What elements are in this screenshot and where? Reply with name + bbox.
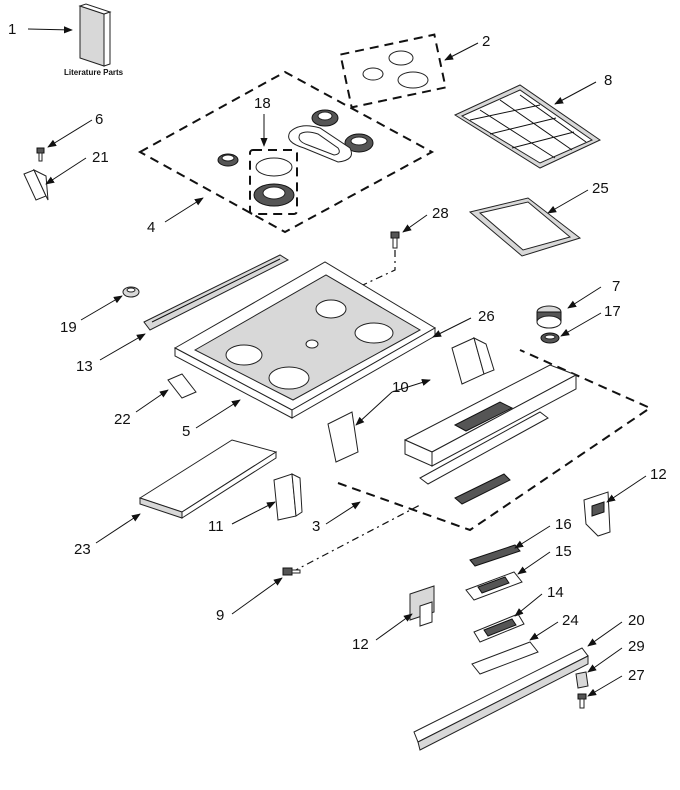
- burner-set-group-outline: [137, 70, 435, 234]
- display-module[interactable]: [465, 571, 523, 601]
- callout-leaders: [27, 26, 647, 697]
- callout-21: 21: [92, 149, 109, 166]
- callout-17: 17: [604, 303, 621, 320]
- callout-2: 2: [482, 33, 490, 50]
- cooktop-screw[interactable]: [390, 231, 400, 249]
- callout-22: 22: [114, 411, 131, 428]
- side-bracket-right[interactable]: [451, 337, 495, 385]
- power-burner-assembly[interactable]: [253, 157, 295, 207]
- side-bracket-left[interactable]: [327, 411, 359, 463]
- callout-8: 8: [604, 72, 612, 89]
- burner-base-rear[interactable]: [311, 109, 339, 127]
- main-cooktop-panel[interactable]: [173, 261, 436, 419]
- callout-20: 20: [628, 612, 645, 629]
- drip-tray[interactable]: [138, 439, 278, 519]
- control-guide-line: [291, 504, 421, 573]
- burner-base-small[interactable]: [217, 153, 239, 167]
- callout-18: 18: [254, 95, 271, 112]
- callout-24: 24: [562, 612, 579, 629]
- callout-3: 3: [312, 518, 320, 535]
- literature-parts-booklet[interactable]: [78, 3, 112, 67]
- main-circuit-board[interactable]: [471, 641, 539, 675]
- callout-6: 6: [95, 111, 103, 128]
- callout-13: 13: [76, 358, 93, 375]
- callout-9: 9: [216, 607, 224, 624]
- power-burner-group-outline: [249, 149, 298, 215]
- callout-25: 25: [592, 180, 609, 197]
- rail-screw[interactable]: [577, 693, 587, 709]
- callout-19: 19: [60, 319, 77, 336]
- callout-28: 28: [432, 205, 449, 222]
- end-cap-left[interactable]: [409, 585, 435, 627]
- control-panel-assembly[interactable]: [403, 364, 578, 505]
- burner-base-right[interactable]: [344, 133, 374, 153]
- callout-15: 15: [555, 543, 572, 560]
- small-support-bracket[interactable]: [167, 373, 197, 399]
- griddle-plate[interactable]: [468, 197, 582, 257]
- trim-strip[interactable]: [143, 254, 290, 331]
- callout-7: 7: [612, 278, 620, 295]
- lower-side-bracket[interactable]: [273, 473, 303, 521]
- grommet[interactable]: [122, 286, 140, 298]
- rail-clip[interactable]: [575, 671, 589, 689]
- callout-12-right: 12: [650, 466, 667, 483]
- front-trim-rail[interactable]: [413, 647, 589, 751]
- display-lens[interactable]: [469, 544, 521, 567]
- mounting-bracket[interactable]: [23, 168, 49, 201]
- screw-guide-line: [319, 250, 396, 306]
- panel-screw[interactable]: [282, 567, 301, 576]
- knob-bezel[interactable]: [540, 332, 560, 344]
- callout-12-left: 12: [352, 636, 369, 653]
- end-cap-right[interactable]: [583, 491, 611, 537]
- control-knob[interactable]: [536, 305, 562, 329]
- callout-5: 5: [182, 423, 190, 440]
- callout-27: 27: [628, 667, 645, 684]
- callout-1: 1: [8, 21, 16, 38]
- callout-10: 10: [392, 379, 409, 396]
- oval-grill-burner[interactable]: [288, 125, 352, 163]
- callout-29: 29: [628, 638, 645, 655]
- callout-16: 16: [555, 516, 572, 533]
- burner-caps-set[interactable]: [362, 50, 429, 89]
- callout-11: 11: [208, 518, 224, 535]
- literature-parts-caption: Literature Parts: [64, 68, 124, 77]
- screw-small[interactable]: [36, 147, 45, 162]
- callout-26: 26: [478, 308, 495, 325]
- control-panel-group-outline: [337, 349, 653, 532]
- callout-23: 23: [74, 541, 91, 558]
- cooktop-grate[interactable]: [453, 84, 602, 169]
- control-board[interactable]: [473, 613, 525, 643]
- callout-4: 4: [147, 219, 155, 236]
- burner-caps-group-outline: [339, 33, 447, 109]
- callout-14: 14: [547, 584, 564, 601]
- callout-labels: 1 2 3 4 5 6 7 8 9 10 11 12 12 13 14 15 1…: [8, 21, 667, 684]
